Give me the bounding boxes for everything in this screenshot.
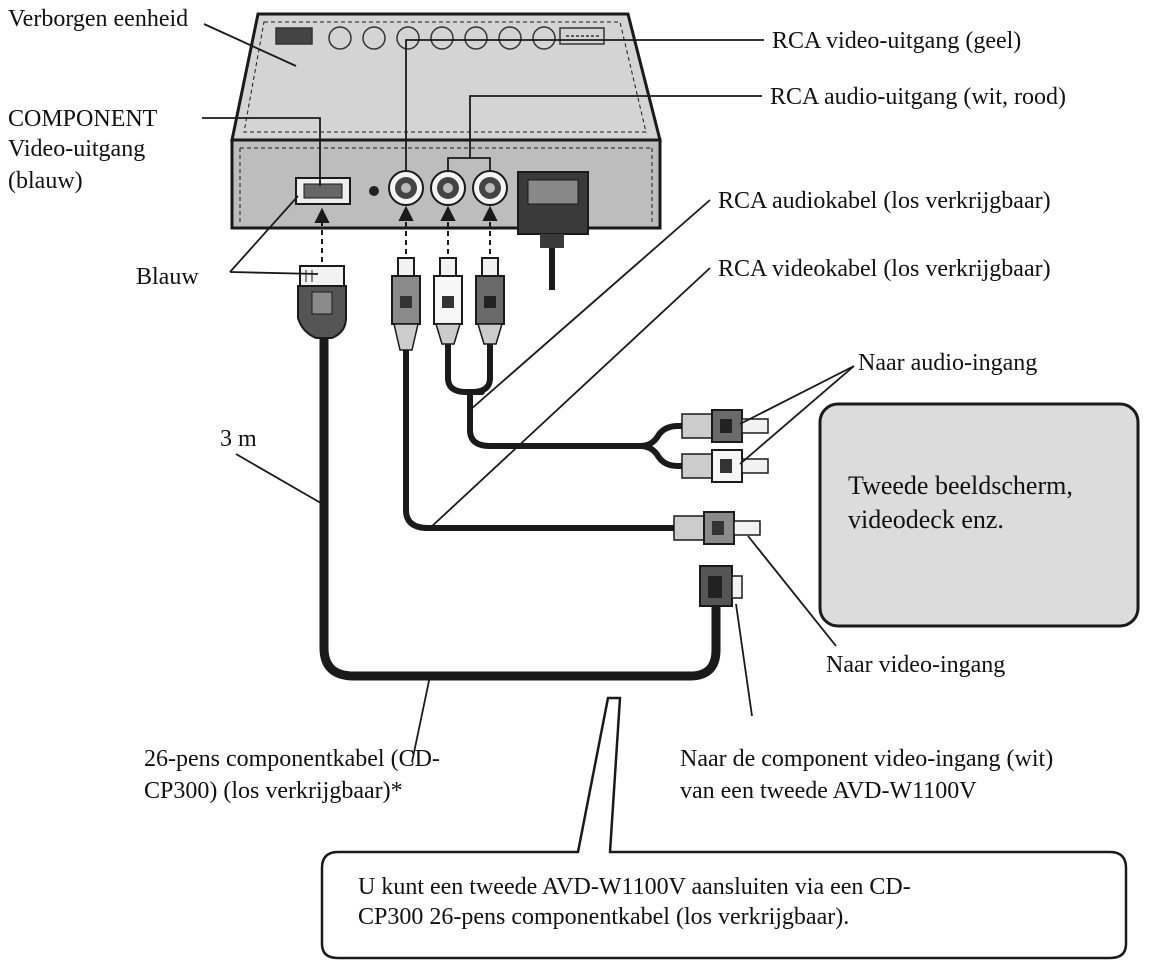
audio-cable-split-top bbox=[637, 423, 687, 449]
audio-cable-red bbox=[469, 341, 493, 395]
rca-plug-yellow bbox=[391, 257, 421, 351]
hidden-unit bbox=[230, 12, 662, 290]
label-to-audio-in: Naar audio-ingang bbox=[858, 350, 1038, 376]
rca-audio-jack-red bbox=[472, 170, 508, 206]
label-hidden-unit: Verborgen eenheid bbox=[8, 6, 189, 32]
small-jack bbox=[369, 186, 379, 196]
second-monitor bbox=[818, 402, 1140, 628]
label-rca-audio-cable: RCA audiokabel (los verkrijgbaar) bbox=[718, 188, 1051, 214]
power-connector bbox=[517, 171, 589, 290]
component-plug-top bbox=[297, 265, 347, 339]
rca-audio-jack-white bbox=[430, 170, 466, 206]
insertion-arrows bbox=[314, 205, 498, 262]
label-component-3: (blauw) bbox=[8, 168, 83, 194]
audio-cable-split-bottom bbox=[637, 443, 687, 469]
component-cable bbox=[319, 333, 721, 681]
label-blue: Blauw bbox=[136, 264, 199, 290]
rca-video-jack bbox=[388, 170, 424, 206]
vent-pattern bbox=[275, 26, 605, 50]
note-box bbox=[320, 696, 1128, 960]
audio-cable-main bbox=[467, 389, 643, 449]
label-cable26-1: 26-pens componentkabel (CD- bbox=[144, 746, 440, 772]
label-cable26-2: CP300) (los verkrijgbaar)* bbox=[144, 778, 403, 804]
rca-plug-white bbox=[433, 257, 463, 345]
video-cable bbox=[403, 347, 679, 531]
note-text-2: CP300 26-pens componentkabel (los verkri… bbox=[358, 904, 850, 930]
label-rca-video-cable: RCA videokabel (los verkrijgbaar) bbox=[718, 256, 1051, 282]
label-length: 3 m bbox=[220, 426, 257, 452]
audio-plug-end-red bbox=[681, 409, 769, 443]
audio-cable-white bbox=[445, 341, 485, 395]
label-component-in-1: Naar de component video-ingang (wit) bbox=[680, 746, 1054, 772]
label-rca-audio-out: RCA audio-uitgang (wit, rood) bbox=[770, 84, 1066, 110]
cables bbox=[319, 333, 721, 681]
video-plug-end bbox=[673, 511, 761, 545]
label-to-video-in: Naar video-ingang bbox=[826, 652, 1006, 678]
label-rca-video-out: RCA video-uitgang (geel) bbox=[772, 28, 1022, 54]
component-plug-end bbox=[699, 565, 743, 607]
leader-lines bbox=[202, 23, 855, 763]
rca-plug-red bbox=[475, 257, 505, 345]
label-component-1: COMPONENT bbox=[8, 106, 158, 132]
note-text-1: U kunt een tweede AVD-W1100V aansluiten … bbox=[358, 874, 911, 900]
label-component-2: Video-uitgang bbox=[8, 136, 146, 162]
monitor-text-2: videodeck enz. bbox=[848, 505, 1004, 534]
label-component-in-2: van een tweede AVD-W1100V bbox=[680, 778, 977, 804]
monitor-text-1: Tweede beeldscherm, bbox=[848, 471, 1073, 500]
audio-plug-end-white bbox=[681, 449, 769, 483]
